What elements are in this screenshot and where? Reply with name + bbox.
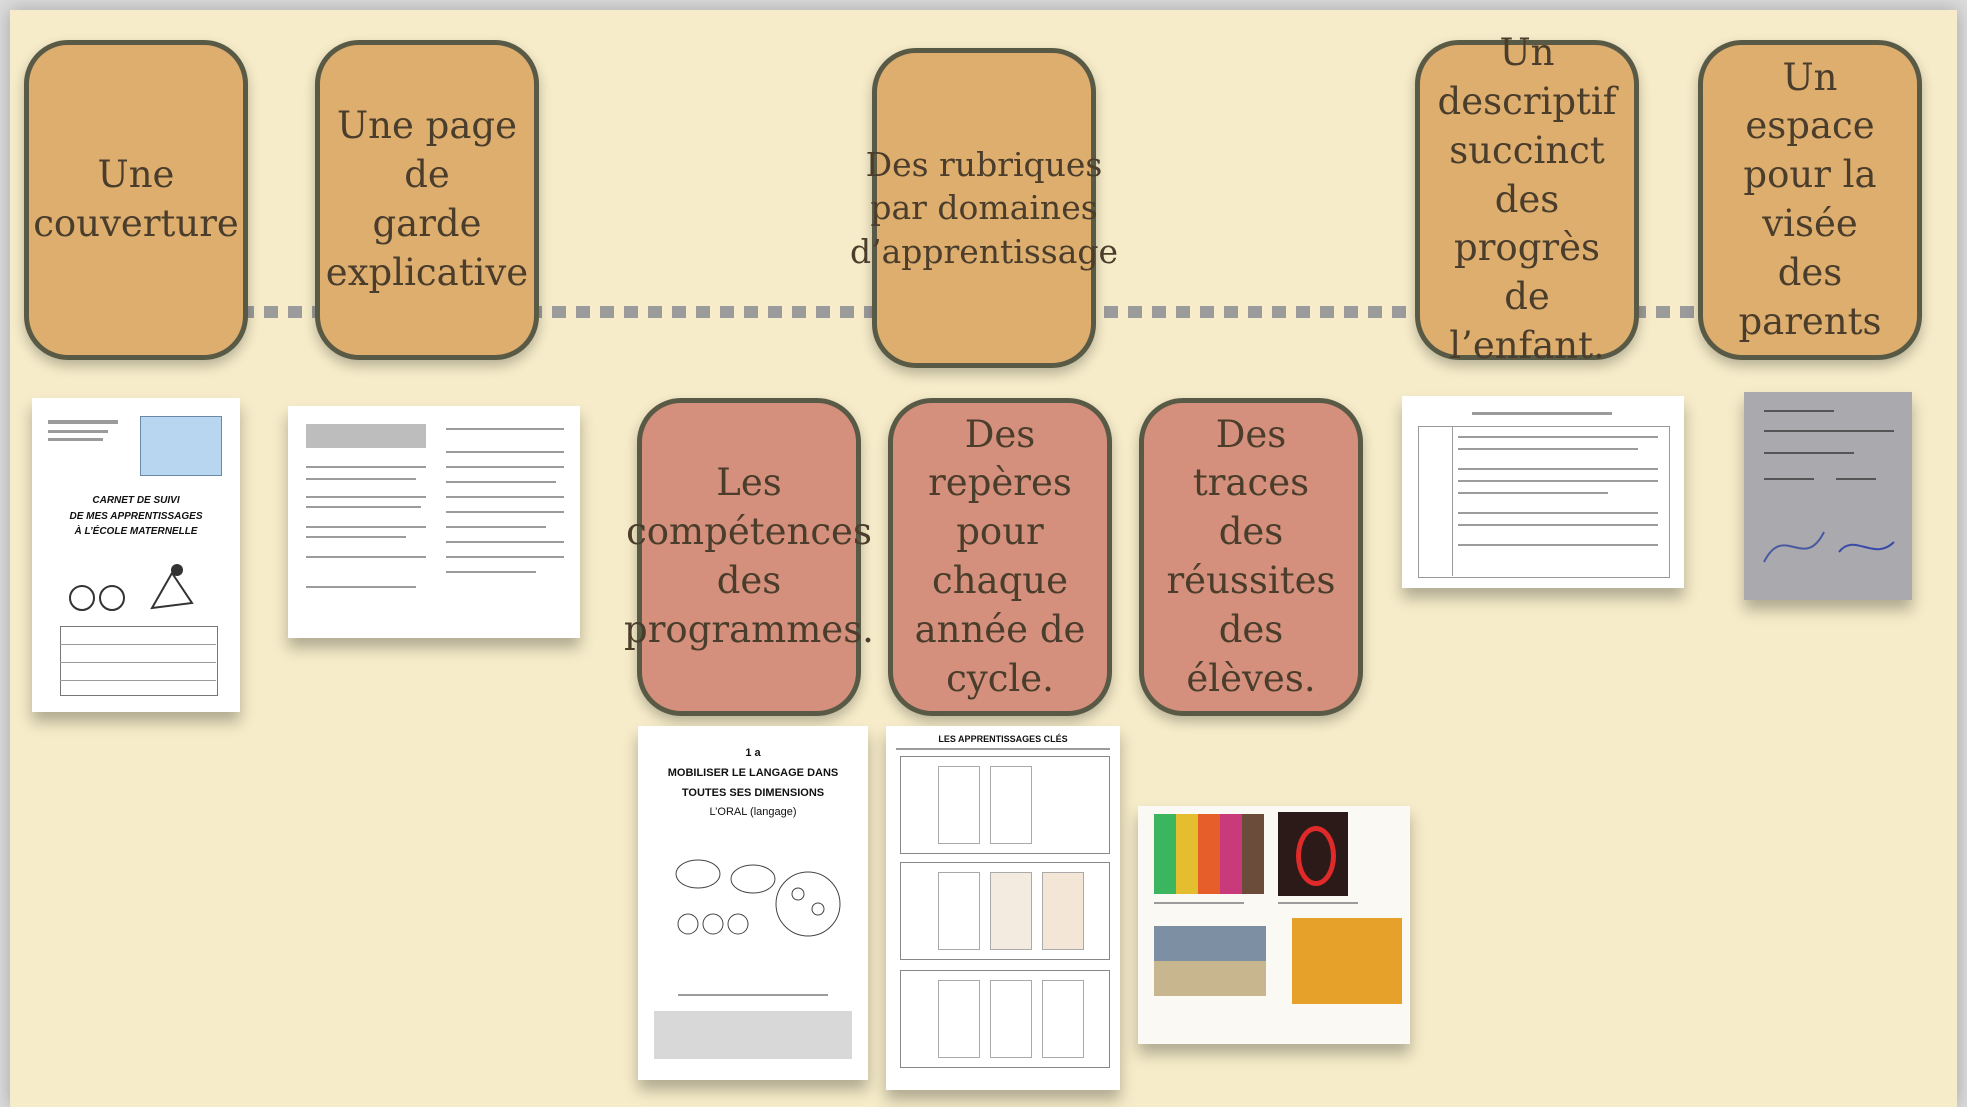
card-line: Les [716,461,782,505]
slide-canvas: Une couverture Une page de garde explica… [10,10,1957,1107]
card-couverture: Une couverture [24,40,248,360]
thumbnail-descriptif [1402,396,1684,588]
card-line: des réussites [1166,510,1336,602]
card-line: Un descriptif [1437,31,1617,123]
card-line: cycle. [946,656,1054,700]
thumbnail-photos [1138,806,1410,1044]
card-line: Des rubriques [865,144,1103,184]
card-line: explicative [325,250,529,294]
card-competences: Les compétences des programmes. [624,398,874,716]
card-line: garde [372,202,482,245]
cover-title-line: DE MES APPRENTISSAGES [69,510,203,522]
card-line: succinct des [1449,128,1605,221]
card-line: couverture [33,202,239,245]
card-line: Des traces [1192,412,1310,505]
card-line: Un espace [1745,55,1875,148]
thumbnail-langage: 1 a MOBILISER LE LANGAGE DANS TOUTES SES… [638,726,868,1080]
langage-line: L’ORAL (langage) [709,806,797,819]
cover-title-line: À L’ÉCOLE MATERNELLE [74,526,198,537]
card-line: Une [97,153,175,197]
photo-blocks [1154,814,1264,894]
card-rubriques: Des rubriques par domaines d’apprentissa… [850,48,1118,368]
langage-line: 1 a [745,747,761,759]
card-traces: Des traces des réussites des élèves. [1139,398,1363,716]
card-line: progrès de [1454,226,1600,319]
card-reperes: Des repères pour chaque année de cycle. [888,398,1112,716]
card-line: l’enfant. [1449,324,1605,368]
card-line: des élèves. [1186,607,1316,700]
card-line: des [716,559,782,602]
thumbnail-parents [1744,392,1912,600]
photo-shelf [1154,926,1266,996]
thumbnail-cover: CARNET DE SUIVI DE MES APPRENTISSAGES À … [32,398,240,712]
card-line: pour la visée [1743,153,1877,245]
card-page-de-garde: Une page de garde explicative [315,40,539,360]
card-line: programmes. [624,607,874,651]
thumbnail-apprentissages-cles: LES APPRENTISSAGES CLÉS [886,726,1120,1090]
cles-title: LES APPRENTISSAGES CLÉS [938,734,1068,744]
card-line: pour chaque [931,510,1069,602]
card-line: compétences [626,510,872,554]
langage-drawing [675,859,841,937]
card-line: des parents [1738,250,1882,343]
card-line: année de [914,607,1086,651]
langage-line: MOBILISER LE LANGAGE DANS [667,766,839,779]
cover-drawing [69,564,194,611]
thumbnail-page-de-garde [288,406,580,638]
cover-title-line: CARNET DE SUIVI [92,495,180,506]
card-espace-parents: Un espace pour la visée des parents [1698,40,1922,360]
langage-line: TOUTES SES DIMENSIONS [681,786,825,799]
card-line: Une page de [337,104,517,197]
signature-marks [1763,531,1895,563]
photo-ring [1278,812,1348,896]
photo-orange [1292,918,1402,1004]
card-line: par domaines [870,188,1098,228]
card-line: Des repères [928,412,1072,505]
card-line: d’apprentissage [849,231,1119,271]
card-descriptif: Un descriptif succinct des progrès de l’… [1415,31,1639,367]
